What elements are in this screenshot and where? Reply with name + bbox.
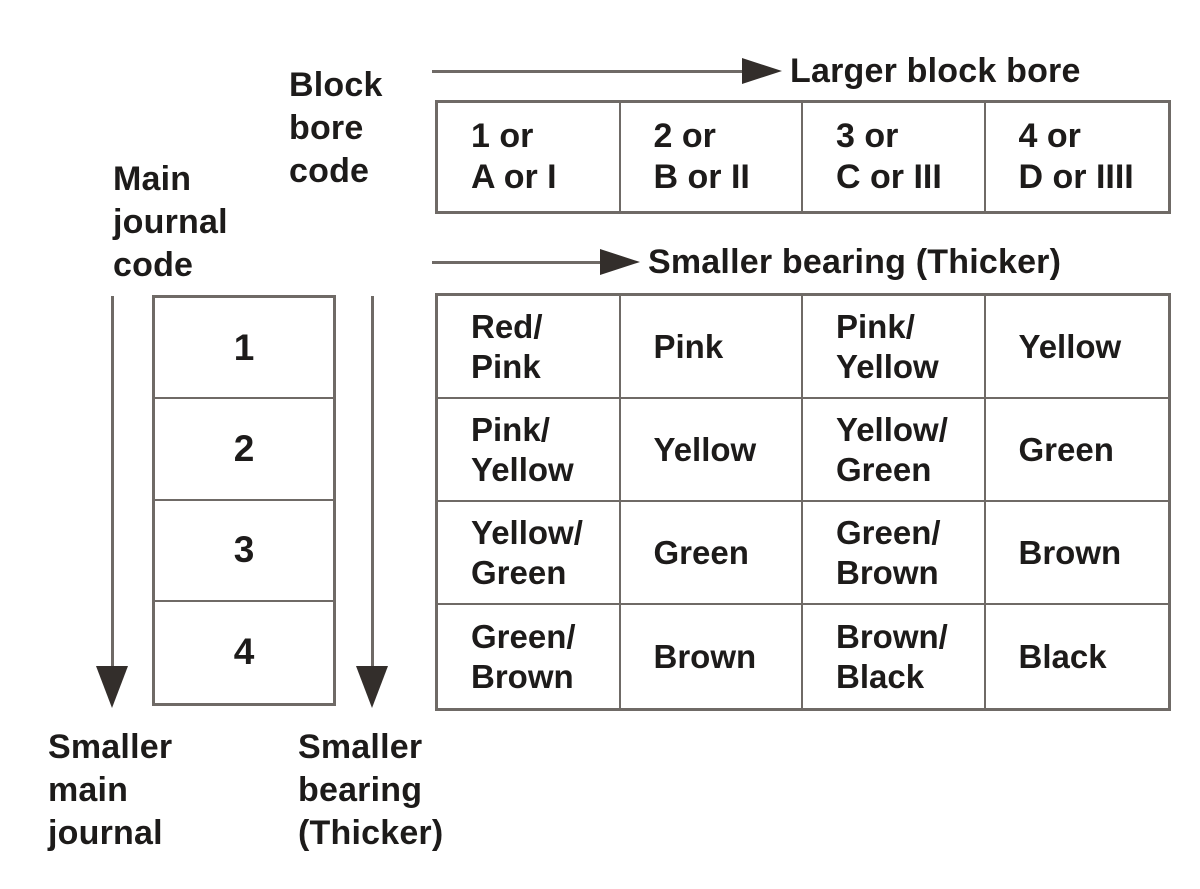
bearing-cell-r1c4: Yellow	[985, 296, 1168, 399]
arrow-stem	[432, 69, 742, 73]
arrow-stem	[110, 296, 114, 666]
arrow-head	[356, 666, 388, 708]
bearing-cell-r4c1: Green/ Brown	[438, 605, 621, 708]
block-bore-header-cell-3: 3 or C or III	[803, 103, 986, 211]
bearing-cell-r1c1: Red/ Pink	[438, 296, 621, 399]
main-journal-code-cell-4: 4	[233, 631, 255, 673]
main-journal-code-cell-3: 3	[155, 501, 333, 602]
smaller-main-journal-label: Smaller main journal	[48, 728, 173, 852]
larger-block-bore-label: Larger block bore	[790, 52, 1081, 90]
block-bore-header-table: 1 or A or I 2 or B or II 3 or C or III 4…	[435, 100, 1171, 214]
block-bore-header-cell-1: 1 or A or I	[438, 103, 621, 211]
main-journal-code-cell-1: 1	[155, 298, 333, 400]
bearing-cell-r3c3: Green/ Brown	[803, 502, 986, 605]
bearing-cell-r2c1: Pink/ Yellow	[438, 399, 621, 502]
bearing-color-table: Red/ Pink Pink Pink/ Yellow Yellow Pink/…	[435, 293, 1171, 711]
bearing-cell-r4c2: Brown	[621, 605, 803, 708]
smaller-bearing-footer-label: Smaller bearing (Thicker)	[298, 728, 444, 852]
arrow-stem	[432, 260, 600, 264]
bearing-cell-r4c3: Brown/ Black	[803, 605, 986, 708]
block-bore-header-cell-2: 2 or B or II	[621, 103, 803, 211]
bearing-cell-r3c2: Green	[620, 502, 803, 605]
bearing-cell-r1c2: Pink	[620, 296, 803, 399]
right-arrow-icon-larger-block-bore	[432, 58, 782, 84]
right-arrow-icon-smaller-bearing	[432, 249, 640, 275]
block-bore-header-cell-4: 4 or D or IIII	[1018, 117, 1134, 196]
bearing-cell-r2c4: Green	[985, 399, 1168, 502]
bearing-cell-r4c4: Black	[1018, 637, 1107, 675]
main-journal-code-cell-2: 2	[155, 399, 333, 501]
bearing-cell-r2c3: Yellow/ Green	[803, 399, 986, 502]
smaller-bearing-header-label: Smaller bearing (Thicker)	[648, 243, 1062, 281]
main-journal-code-column: 1 2 3 4	[152, 295, 336, 706]
down-arrow-icon-smaller-main-journal	[96, 296, 128, 708]
bearing-cell-r3c4: Brown	[985, 502, 1168, 605]
down-arrow-icon-smaller-bearing	[356, 296, 388, 708]
bearing-cell-r3c1: Yellow/ Green	[438, 502, 621, 605]
arrow-head	[600, 249, 640, 275]
block-bore-code-label: Block bore code	[289, 66, 383, 190]
bearing-cell-r2c2: Yellow	[620, 399, 803, 502]
arrow-head	[96, 666, 128, 708]
arrow-head	[742, 58, 782, 84]
main-journal-code-label: Main journal code	[113, 160, 228, 284]
arrow-stem	[370, 296, 374, 666]
bearing-cell-r1c3: Pink/ Yellow	[803, 296, 986, 399]
